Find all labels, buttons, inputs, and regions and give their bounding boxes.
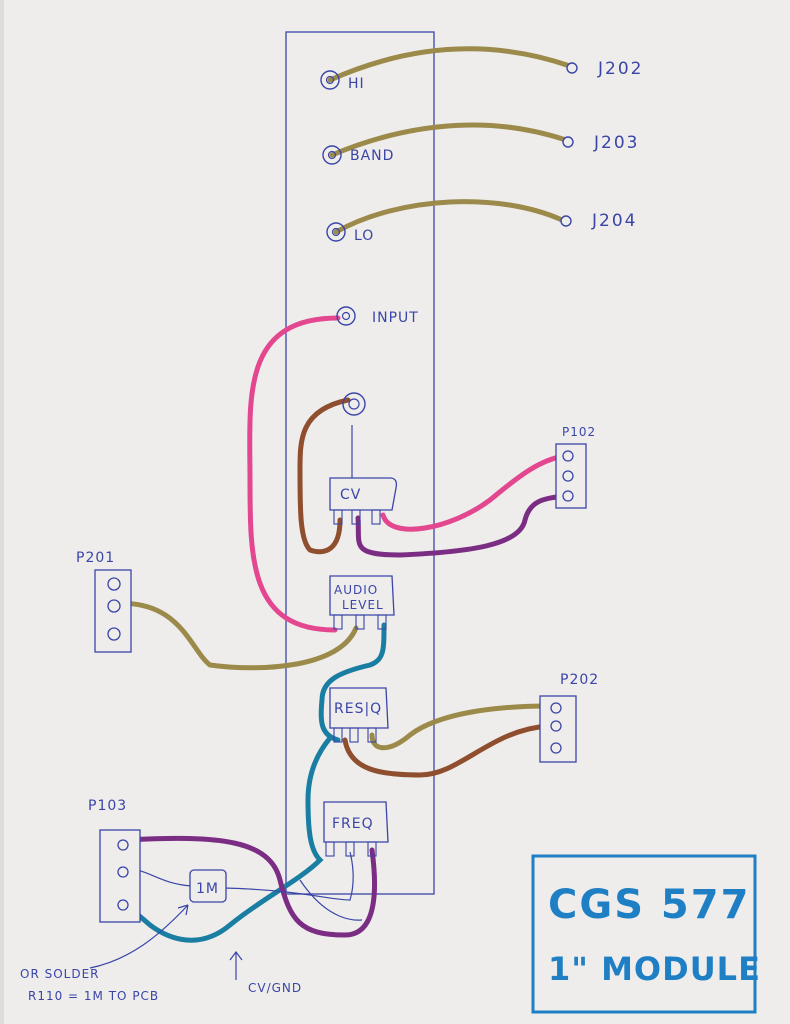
jack-cv (342, 392, 366, 416)
note-or-solder: OR SOLDER (20, 967, 100, 981)
pot-freq (323, 801, 389, 857)
header-p102 (555, 443, 587, 509)
pin-j204 (560, 215, 572, 227)
wire-p201-audio-level (105, 600, 359, 671)
wire-p202-resq-b (342, 723, 551, 778)
jack-lo (326, 222, 346, 242)
wire-cv-p102-b (355, 493, 569, 558)
jack-input (336, 306, 356, 326)
wire-input-audio-level (247, 315, 341, 633)
jack-band (322, 145, 342, 165)
label-band: BAND (350, 148, 394, 164)
wire-p202-resq (369, 703, 551, 751)
note-cv-gnd: CV/GND (248, 981, 302, 995)
label-hi: HI (348, 76, 365, 92)
label-p202: P202 (560, 672, 599, 688)
title-box (531, 854, 757, 1014)
header-p202 (539, 695, 577, 763)
label-pot-level: LEVEL (342, 598, 384, 612)
wire-cv-p102 (380, 453, 567, 532)
title-line-1: CGS 577 (548, 882, 750, 928)
arrow-solder-note (89, 904, 189, 969)
panel-outline (285, 31, 435, 895)
wire-jack-cv (297, 397, 351, 555)
title-line-2: 1" MODULE (548, 950, 761, 988)
wire-freq-p103 (124, 835, 377, 938)
label-p102: P102 (562, 425, 596, 439)
header-p103 (99, 829, 141, 923)
label-j204: J204 (591, 211, 637, 231)
pot-res-q (329, 687, 389, 743)
wire-resistor-freq (223, 851, 354, 901)
arrow-solder-head (177, 904, 189, 916)
jack-hi (320, 70, 340, 90)
label-lo: LO (354, 228, 374, 244)
wire-teal-resq-freq-p103 (120, 735, 333, 943)
wire-hi-j202 (327, 46, 573, 83)
label-pot-cv: CV (340, 487, 361, 503)
pin-j202 (566, 62, 578, 74)
label-resistor-1m: 1M (196, 881, 219, 897)
label-pot-res-q: RES|Q (334, 701, 382, 717)
label-input: INPUT (372, 310, 419, 326)
pot-audio-level (329, 575, 395, 630)
resistor-1m (189, 869, 227, 903)
header-p201 (94, 569, 132, 653)
arrow-cv-gnd (229, 951, 243, 980)
label-pot-audio: AUDIO (334, 583, 378, 597)
wire-lo-j204 (333, 199, 565, 235)
label-p103: P103 (88, 798, 127, 814)
pot-cv (329, 477, 398, 525)
pin-j203 (562, 136, 574, 148)
wire-thin-freq (299, 879, 363, 921)
note-r110: R110 = 1M TO PCB (28, 989, 159, 1003)
wire-teal-level-resq (318, 622, 387, 743)
label-pot-freq: FREQ (332, 816, 374, 832)
label-j203: J203 (593, 133, 639, 153)
wire-band-j203 (329, 122, 569, 158)
label-p201: P201 (76, 550, 115, 566)
label-j202: J202 (597, 59, 643, 79)
